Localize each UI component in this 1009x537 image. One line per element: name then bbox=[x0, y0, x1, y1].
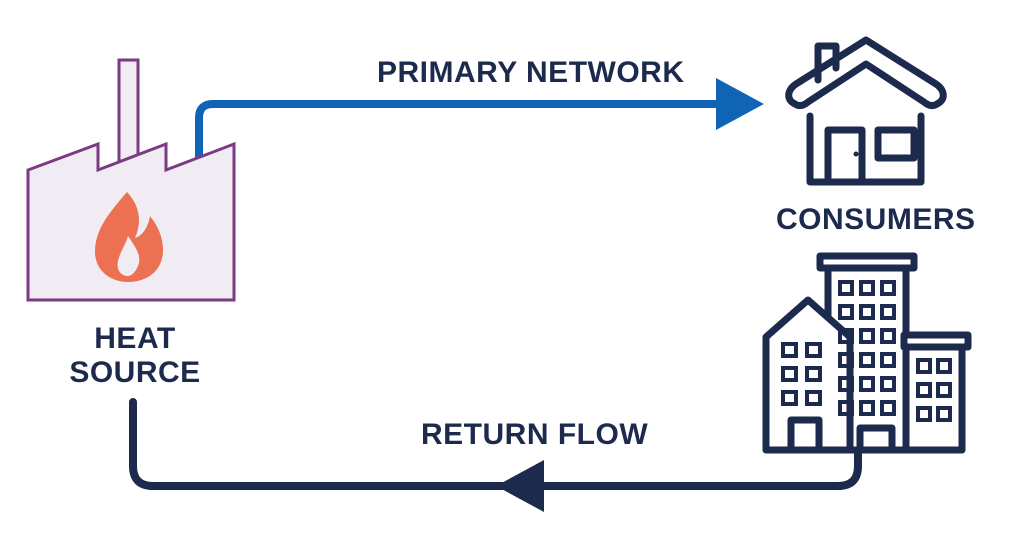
apartment-buildings-icon bbox=[762, 252, 972, 454]
primary-network-label: PRIMARY NETWORK bbox=[377, 56, 685, 89]
return-flow-pipe bbox=[129, 398, 862, 490]
door-knob bbox=[853, 151, 859, 157]
primary-network-pipe bbox=[195, 100, 730, 164]
factory-icon bbox=[26, 58, 236, 302]
heat-source-line1: HEAT bbox=[94, 322, 176, 355]
consumers-label: CONSUMERS bbox=[776, 203, 976, 236]
house-icon bbox=[785, 36, 947, 186]
heat-source-label: HEAT SOURCE bbox=[60, 322, 210, 390]
building-windows bbox=[781, 280, 952, 422]
arrow-right-icon bbox=[716, 78, 764, 130]
arrow-left-icon bbox=[496, 460, 544, 512]
return-flow-label: RETURN FLOW bbox=[421, 418, 649, 451]
flame-icon bbox=[95, 192, 163, 282]
heat-source-line2: SOURCE bbox=[69, 356, 201, 389]
